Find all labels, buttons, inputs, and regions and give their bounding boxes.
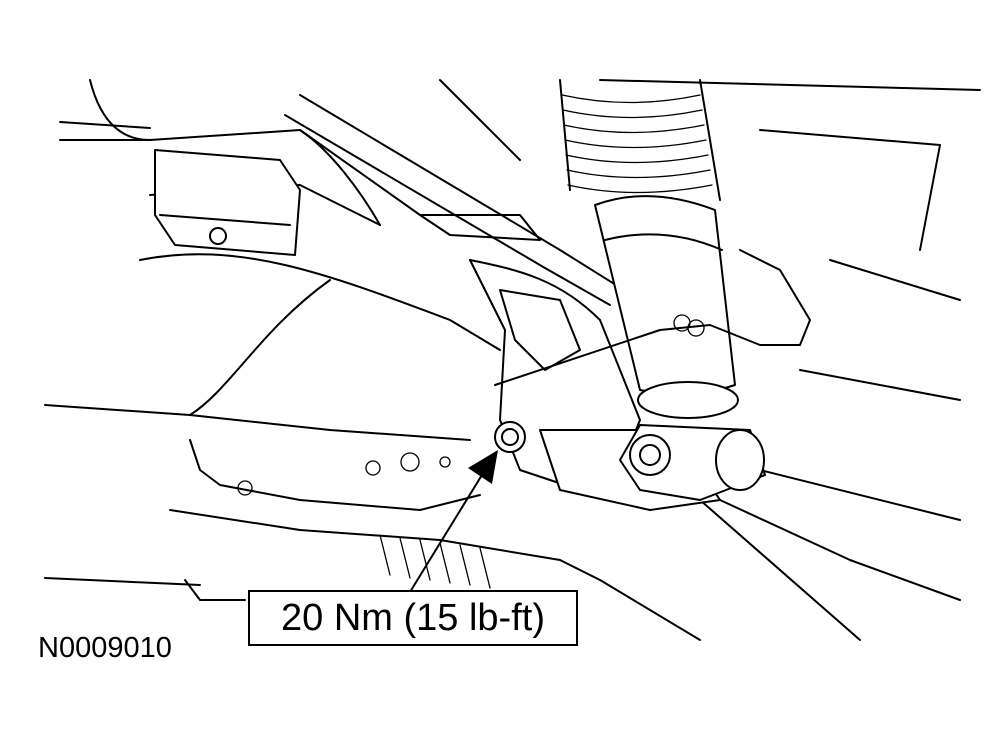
bolt-highlight: [494, 421, 526, 453]
floor-pan: [169, 439, 961, 641]
heat-shield: [154, 149, 301, 256]
shock-absorber: [594, 195, 739, 419]
leader-arrow: [409, 450, 498, 593]
frame-rail-lines: [44, 79, 981, 641]
brace-tube: [284, 94, 641, 306]
figure-reference-id: N0009010: [38, 632, 172, 664]
brake-line: [494, 249, 811, 386]
torque-spec-label: 20 Nm (15 lb-ft): [281, 596, 545, 639]
torque-spec-callout: 20 Nm (15 lb-ft): [248, 590, 578, 646]
bushing-assembly: [619, 424, 766, 501]
coil-spring: [559, 79, 721, 201]
